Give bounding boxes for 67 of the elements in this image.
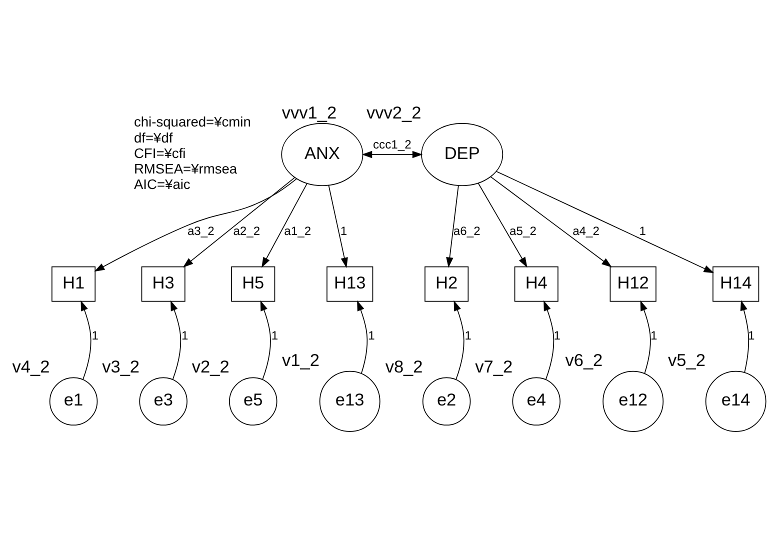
arrow bbox=[357, 300, 368, 374]
arrow bbox=[328, 184, 348, 268]
edge-label: 1 bbox=[554, 328, 560, 343]
node-box: H14 bbox=[712, 266, 760, 302]
node-box: H5 bbox=[231, 266, 276, 302]
edge-label: 1 bbox=[182, 328, 188, 343]
node-label: vvv2_2 bbox=[366, 102, 422, 122]
arrow bbox=[182, 177, 295, 268]
label: df=¥df bbox=[134, 129, 173, 146]
edge-label: a3_2 bbox=[187, 224, 214, 238]
arrow bbox=[478, 182, 528, 268]
node-label: v5_2 bbox=[668, 350, 706, 370]
edge-label: a4_2 bbox=[572, 224, 600, 238]
arrow bbox=[454, 300, 464, 380]
node-circle: e5 bbox=[229, 377, 278, 426]
node-circle: e12 bbox=[602, 370, 664, 432]
arrow bbox=[94, 178, 297, 272]
label: chi-squared=¥cmin bbox=[134, 114, 251, 130]
node-box: H4 bbox=[514, 266, 558, 302]
arrow bbox=[496, 171, 714, 274]
node-label: v6_2 bbox=[565, 350, 603, 370]
node-circle: e13 bbox=[319, 370, 380, 432]
edge-label: 1 bbox=[92, 328, 98, 343]
edge-label: 1 bbox=[650, 328, 658, 343]
node-circle: e3 bbox=[139, 377, 188, 426]
node-box: H2 bbox=[424, 266, 469, 302]
arrow bbox=[446, 185, 459, 268]
node-circle: e14 bbox=[705, 370, 766, 432]
edge-label: a5_2 bbox=[510, 224, 536, 238]
label: AIC=¥aic bbox=[134, 176, 190, 192]
node-circle: e4 bbox=[512, 377, 560, 426]
node-box: H1 bbox=[52, 266, 96, 302]
edge-label: 1 bbox=[340, 224, 348, 238]
arrow bbox=[262, 183, 308, 268]
node-label: vvv1_2 bbox=[282, 102, 337, 122]
arrow bbox=[544, 300, 554, 380]
node-box: H3 bbox=[141, 266, 186, 302]
node-label: v2_2 bbox=[192, 356, 230, 377]
node-box: H13 bbox=[326, 266, 374, 302]
arrow bbox=[80, 300, 92, 380]
arrow bbox=[362, 150, 423, 158]
node-label: v1_2 bbox=[282, 350, 320, 370]
node-label: v8_2 bbox=[385, 356, 423, 377]
arrow bbox=[640, 300, 651, 374]
edge-label: a2_2 bbox=[233, 224, 260, 238]
label: CFI=¥cfi bbox=[134, 144, 186, 161]
arrow bbox=[170, 300, 182, 380]
arrow bbox=[490, 176, 612, 268]
node-ellipse: DEP bbox=[421, 123, 504, 186]
edge-label: a1_2 bbox=[284, 224, 312, 238]
node-label: v7_2 bbox=[475, 356, 513, 377]
arrow bbox=[740, 300, 750, 373]
edge-label: ccc1_2 bbox=[373, 138, 412, 152]
edge-label: 1 bbox=[748, 328, 755, 343]
edge-label: 1 bbox=[464, 328, 472, 343]
node-ellipse: ANX bbox=[281, 123, 364, 186]
node-label: v3_2 bbox=[102, 356, 140, 377]
edge-label: 1 bbox=[639, 224, 646, 238]
edge-label: 1 bbox=[271, 328, 278, 343]
edge-label: a6_2 bbox=[453, 224, 480, 238]
node-label: v4_2 bbox=[12, 356, 50, 377]
label: RMSEA=¥rmsea bbox=[134, 160, 238, 176]
node-circle: e2 bbox=[422, 377, 471, 426]
edge-label: 1 bbox=[368, 328, 375, 343]
node-box: H12 bbox=[610, 266, 656, 302]
arrow bbox=[260, 300, 271, 380]
node-circle: e1 bbox=[49, 377, 98, 426]
